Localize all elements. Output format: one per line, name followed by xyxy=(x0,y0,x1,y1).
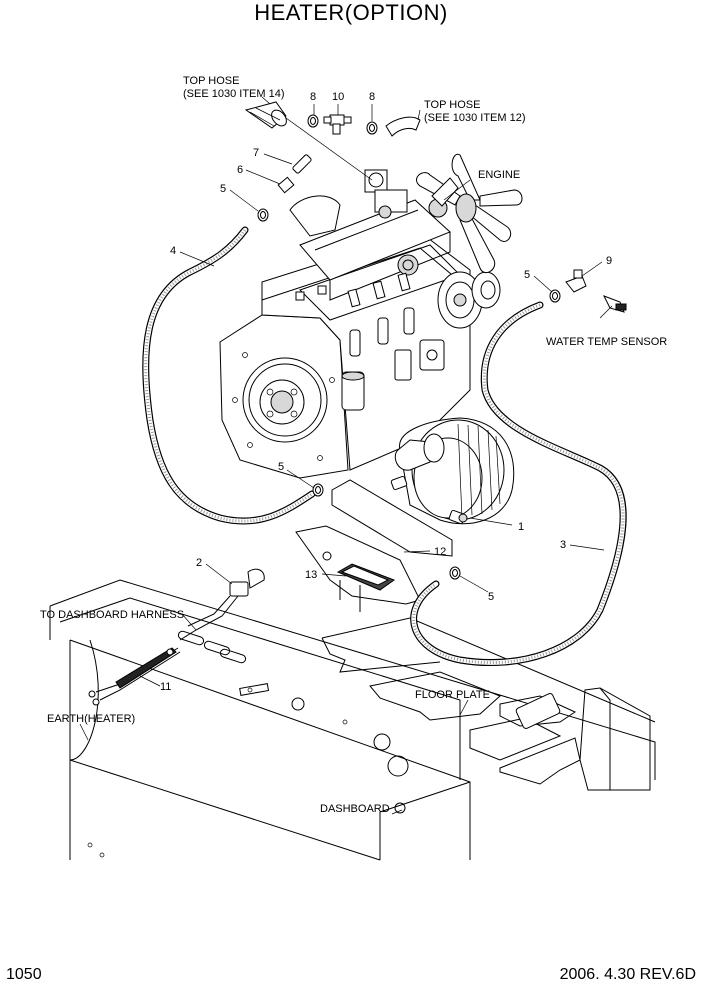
heater-hose-3 xyxy=(410,301,627,667)
floor-plate xyxy=(321,617,656,791)
callout-5-right: 5 xyxy=(524,269,530,281)
page-title: HEATER(OPTION) xyxy=(254,0,448,25)
water-temp-sensor xyxy=(602,295,627,313)
hose-clamp-8-right xyxy=(366,121,378,135)
callout-6: 6 xyxy=(237,164,243,176)
wiring-harness xyxy=(88,595,239,706)
label-water-temp-sensor: WATER TEMP SENSOR xyxy=(546,336,667,348)
hose-clamp-8-left xyxy=(307,114,319,128)
dashboard-panel xyxy=(49,579,656,861)
callout-8-right: 8 xyxy=(369,91,375,103)
hose-clamps-5 xyxy=(257,208,561,580)
label-to-dashboard-harness: TO DASHBOARD HARNESS xyxy=(40,609,184,621)
callout-10: 10 xyxy=(332,91,344,103)
callout-11: 11 xyxy=(160,681,171,693)
revision-date: 2006. 4.30 REV.6D xyxy=(559,966,696,983)
label-top-hose-left-2: (SEE 1030 ITEM 14) xyxy=(183,88,285,100)
callout-3: 3 xyxy=(560,539,566,551)
callout-13: 13 xyxy=(305,569,317,581)
top-hose-right xyxy=(385,116,421,137)
label-earth-heater: EARTH(HEATER) xyxy=(47,713,135,725)
hose-nipple-7 xyxy=(292,154,312,174)
label-top-hose-left-1: TOP HOSE xyxy=(183,75,239,87)
heater-unit xyxy=(390,417,515,525)
heater-hose-4 xyxy=(142,226,316,525)
top-hose-left xyxy=(244,101,287,129)
elbow-fitting-9 xyxy=(565,269,587,293)
heater-switch xyxy=(229,568,265,597)
leader-lines xyxy=(79,96,613,815)
heater-bracket xyxy=(295,479,453,612)
callout-8-left: 8 xyxy=(310,91,316,103)
callout-1: 1 xyxy=(518,521,524,533)
label-floor-plate: FLOOR PLATE xyxy=(415,689,490,701)
page-number: 1050 xyxy=(6,966,42,983)
tee-fitting-10 xyxy=(323,114,352,135)
callout-12: 12 xyxy=(434,546,446,558)
label-dashboard: DASHBOARD xyxy=(320,803,390,815)
callout-5-mid: 5 xyxy=(278,461,284,473)
callout-4: 4 xyxy=(170,245,176,257)
label-top-hose-right-1: TOP HOSE xyxy=(424,99,480,111)
adapter-6 xyxy=(277,176,295,194)
label-engine: ENGINE xyxy=(478,169,520,181)
callout-7: 7 xyxy=(253,147,259,159)
callout-5-bottom: 5 xyxy=(488,591,494,603)
callout-9: 9 xyxy=(606,255,612,267)
callout-2: 2 xyxy=(196,557,202,569)
label-top-hose-right-2: (SEE 1030 ITEM 12) xyxy=(424,112,526,124)
callout-5-top: 5 xyxy=(220,183,226,195)
engine xyxy=(219,153,523,479)
